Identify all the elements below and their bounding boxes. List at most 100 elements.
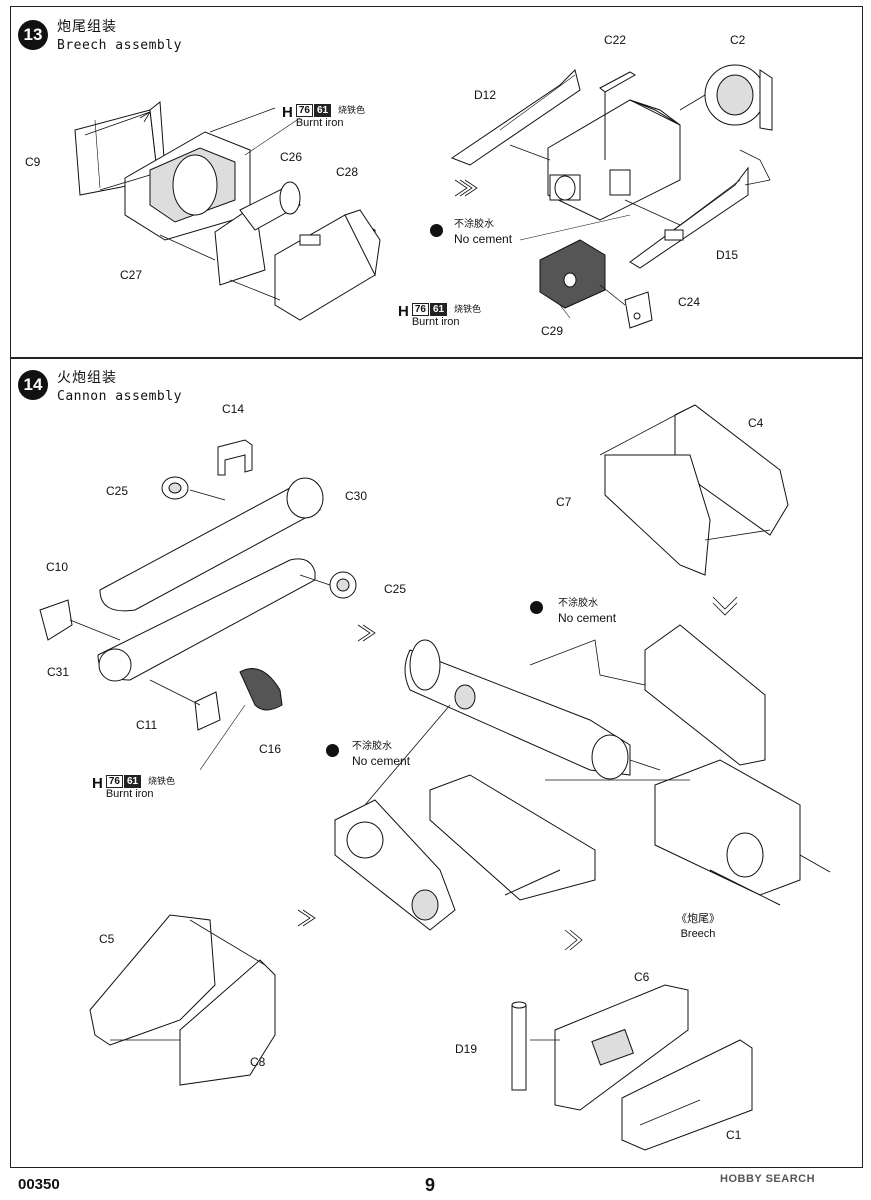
- paint-prefix: H: [398, 303, 409, 320]
- step-13-panel: [10, 6, 863, 358]
- paint-prefix: H: [92, 775, 103, 792]
- part-c28-drawing: [274, 209, 381, 321]
- paint-callout-13b: H 76 61 Burnt iron 烧铁色: [398, 303, 481, 328]
- label-c16: C16: [259, 742, 282, 756]
- label-c30: C30: [345, 489, 368, 503]
- paint-code-1: 76: [411, 303, 429, 316]
- label-c1: C1: [726, 1128, 742, 1142]
- label-c14: C14: [222, 402, 245, 416]
- part-c27-drawing: [124, 131, 251, 241]
- kit-number: 00350: [18, 1176, 60, 1193]
- part-c6-drawing: [554, 984, 689, 1111]
- paint-code-2: 61: [123, 775, 142, 788]
- label-d19: D19: [455, 1042, 478, 1056]
- paint-callout-13a: H 76 61 Burnt iron 烧铁色: [282, 104, 365, 129]
- part-c14-drawing: [217, 439, 253, 476]
- no-cement-cn: 不涂胶水: [454, 219, 494, 230]
- label-c7: C7: [556, 495, 572, 509]
- no-cement-cn: 不涂胶水: [558, 598, 598, 609]
- part-c1-drawing: [621, 1039, 753, 1151]
- part-c30-drawing: [99, 477, 324, 612]
- right-side-plate-drawing: [644, 624, 766, 766]
- paint-callout-14: H 76 61 Burnt iron 烧铁色: [92, 775, 175, 800]
- label-c11: C11: [136, 718, 158, 732]
- breech-subassembly-drawing: [654, 759, 831, 906]
- part-d15-drawing: [629, 166, 749, 269]
- step-13-title-en: Breech assembly: [57, 38, 182, 53]
- direction-arrow-13: [454, 179, 478, 197]
- breech-ref-en: Breech: [680, 928, 716, 940]
- part-c7-drawing: [604, 454, 711, 576]
- label-c2: C2: [730, 33, 746, 47]
- step-14-panel: [10, 358, 863, 1168]
- no-cement-note-14b: 不涂胶水 No cement: [326, 740, 410, 768]
- paint-code-2: 61: [313, 104, 332, 117]
- label-c5: C5: [99, 932, 115, 946]
- label-d12: D12: [474, 88, 497, 102]
- part-c10-drawing: [39, 599, 73, 641]
- step-14-title-cn: 火炮组装: [57, 370, 117, 386]
- paint-code-2: 61: [429, 303, 448, 316]
- breech-block-drawing: [547, 99, 681, 221]
- part-c25a-drawing: [161, 476, 189, 500]
- paint-name-en: Burnt iron: [295, 117, 344, 129]
- paint-name-cn: 烧铁色: [454, 305, 482, 315]
- no-cement-icon: [430, 224, 443, 237]
- label-c4: C4: [748, 416, 764, 430]
- part-c26-drawing: [214, 181, 301, 286]
- label-c6: C6: [634, 970, 650, 984]
- label-c9: C9: [25, 155, 41, 169]
- direction-arrows-14: [297, 596, 738, 951]
- breech-reference: 《炮尾》 Breech: [676, 912, 720, 941]
- paint-name-en: Burnt iron: [105, 788, 154, 800]
- label-d15: D15: [716, 248, 739, 262]
- breech-ref-cn: 《炮尾》: [676, 912, 720, 925]
- label-c8: C8: [250, 1055, 266, 1069]
- paint-prefix: H: [282, 104, 293, 121]
- watermark-logo: HOBBY SEARCH: [720, 1173, 815, 1185]
- paint-name-en: Burnt iron: [411, 316, 460, 328]
- part-c5-drawing: [89, 914, 216, 1046]
- no-cement-note-14a: 不涂胶水 No cement: [530, 597, 616, 625]
- watermark-text: HOBBY SEARCH: [720, 1173, 816, 1185]
- paint-name-cn: 烧铁色: [148, 777, 176, 787]
- paint-code-1: 76: [295, 104, 313, 117]
- part-c11-drawing: [194, 691, 221, 731]
- part-c16-drawing: [239, 668, 283, 711]
- no-cement-en: No cement: [558, 611, 617, 625]
- paint-name-cn: 烧铁色: [338, 106, 366, 116]
- step-14-number: 14: [18, 370, 48, 400]
- step-13-title-cn: 炮尾组装: [57, 19, 117, 35]
- part-d19-drawing: [511, 1001, 527, 1091]
- part-c24-drawing: [624, 291, 653, 329]
- no-cement-icon: [530, 601, 543, 614]
- label-c28: C28: [336, 165, 359, 179]
- step-13-number: 13: [18, 20, 48, 50]
- part-c25b-drawing: [329, 571, 357, 599]
- part-c2-drawing: [704, 64, 773, 131]
- cannon-barrel-drawing: [404, 639, 631, 780]
- carriage-drawing: [334, 774, 596, 931]
- page-number: 9: [425, 1175, 436, 1195]
- label-c27: C27: [120, 268, 143, 282]
- paint-code-1: 76: [105, 775, 123, 788]
- no-cement-en: No cement: [352, 754, 411, 768]
- no-cement-icon: [326, 744, 339, 757]
- part-c8-drawing: [179, 959, 276, 1086]
- label-c29: C29: [541, 324, 564, 338]
- no-cement-en: No cement: [454, 232, 513, 246]
- label-c26: C26: [280, 150, 303, 164]
- part-d12-drawing: [450, 69, 581, 166]
- label-c31: C31: [47, 665, 70, 679]
- step-14-title-en: Cannon assembly: [57, 389, 182, 404]
- no-cement-note-13: 不涂胶水 No cement: [430, 218, 512, 246]
- part-c31-drawing: [97, 558, 316, 682]
- part-c22-drawing: [599, 71, 636, 160]
- no-cement-cn: 不涂胶水: [352, 741, 392, 752]
- part-c29-drawing: [539, 239, 606, 309]
- label-c25-right: C25: [384, 582, 407, 596]
- label-c10: C10: [46, 560, 69, 574]
- label-c22: C22: [604, 33, 627, 47]
